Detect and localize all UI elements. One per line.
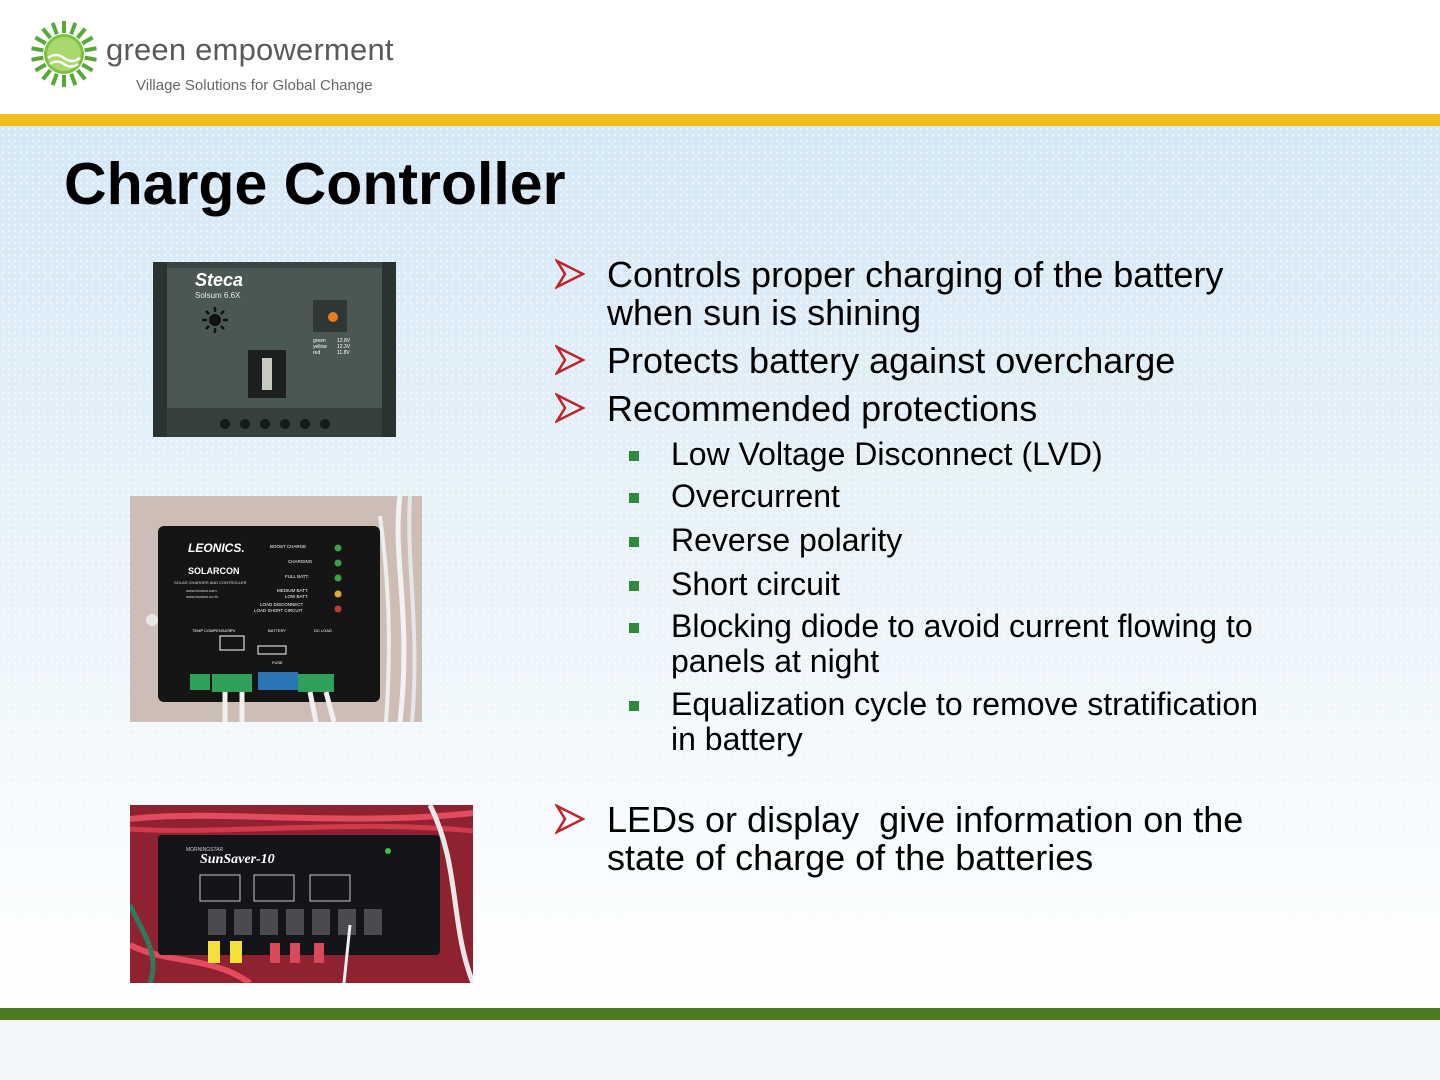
square-bullet-icon: [629, 451, 639, 461]
svg-text:red: red: [313, 350, 320, 356]
steca-brand: Steca: [195, 270, 243, 290]
sunsaver-maker: MORNINGSTAR: [186, 847, 224, 853]
svg-text:TEMP COMPENSATE: TEMP COMPENSATE: [192, 628, 232, 633]
square-bullet-icon: [629, 701, 639, 711]
bottom-accent-bar: [0, 1008, 1440, 1020]
sunsaver-controller-photo: MORNINGSTAR SunSaver-10: [130, 805, 473, 983]
slide-title: Charge Controller: [64, 151, 566, 217]
svg-text:PV: PV: [230, 628, 236, 633]
svg-text:MEDIUM BATT.: MEDIUM BATT.: [277, 588, 308, 593]
svg-text:LOAD SHORT CIRCUIT: LOAD SHORT CIRCUIT: [254, 608, 303, 613]
square-bullet-icon: [629, 493, 639, 503]
square-bullet-icon: [629, 581, 639, 591]
svg-text:LOAD DISCONNECT: LOAD DISCONNECT: [260, 602, 304, 607]
svg-text:yellow: yellow: [313, 344, 327, 350]
footer: [0, 1020, 1440, 1080]
svg-text:DC LOAD: DC LOAD: [314, 628, 332, 633]
brand-name: green empowerment: [106, 32, 394, 67]
svg-text:12.3V: 12.3V: [337, 344, 351, 350]
sun-symbol-icon: [202, 307, 228, 333]
top-accent-bar: [0, 114, 1440, 126]
svg-text:BATTERY: BATTERY: [268, 628, 286, 633]
square-bullet-icon: [629, 623, 639, 633]
leonics-brand: LEONICS.: [188, 541, 245, 555]
leonics-model: SOLARCON: [188, 566, 240, 576]
square-bullet-icon: [629, 537, 639, 547]
svg-text:BOOST CHARGE: BOOST CHARGE: [270, 544, 306, 549]
status-led: [328, 312, 338, 322]
header: green empowerment Village Solutions for …: [0, 0, 1440, 114]
svg-text:LOW BATT.: LOW BATT.: [285, 594, 308, 599]
svg-text:11.8V: 11.8V: [337, 350, 350, 356]
sun-logo-icon: [31, 21, 97, 87]
leonics-controller-photo: LEONICS. SOLARCON SOLAR CHARGER AND CONT…: [130, 496, 422, 722]
brand-tagline: Village Solutions for Global Change: [136, 77, 373, 94]
sunsaver-model: SunSaver-10: [200, 852, 275, 867]
arrow-bullet-icon: [555, 258, 585, 290]
arrow-bullet-icon: [555, 392, 585, 424]
svg-text:www.leonics.co.th: www.leonics.co.th: [186, 594, 218, 599]
svg-text:FULL BATT.: FULL BATT.: [285, 574, 309, 579]
arrow-bullet-icon: [555, 803, 585, 835]
svg-text:SOLAR CHARGER AND CONTROLLER: SOLAR CHARGER AND CONTROLLER: [174, 580, 247, 585]
arrow-bullet-icon: [555, 344, 585, 376]
svg-text:FUSE: FUSE: [272, 660, 283, 665]
steca-model: Solsum 6.6X: [195, 291, 241, 300]
steca-controller-photo: Steca Solsum 6.6X green yellow red 12.8V…: [153, 262, 396, 437]
svg-text:www.leonics.com: www.leonics.com: [186, 588, 217, 593]
svg-text:green: green: [313, 338, 326, 344]
svg-text:CHARGING: CHARGING: [288, 559, 313, 564]
svg-text:12.8V: 12.8V: [337, 338, 351, 344]
